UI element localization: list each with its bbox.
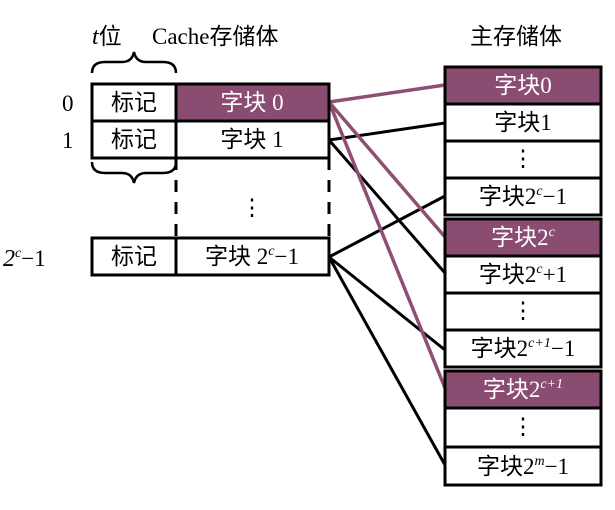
cache-row-label-last: 2c−1 <box>3 246 46 272</box>
cache-storage: 标记 标记 标记 字块 0 字块 1 字块 2c−1 ⋮ <box>90 82 331 277</box>
map-line-cache1-to-mem1 <box>328 121 446 142</box>
tag-bottom-brace <box>90 161 178 184</box>
mem-ellipsis-1: ⋮ <box>512 146 535 171</box>
map-line-cache1-to-mem4 <box>327 139 447 274</box>
cache-block-last <box>174 236 331 277</box>
mem-ellipsis-box-2 <box>443 291 603 332</box>
map-line-cache0-to-mem0 <box>328 83 446 104</box>
cache-block-text-0: 字块 0 <box>220 90 283 115</box>
map-line-cachelast-to-mem2 <box>328 194 446 259</box>
cache-block-text-1: 字块 1 <box>220 127 283 152</box>
cache-tag-text-1: 标记 <box>111 127 157 152</box>
cache-block-0 <box>174 82 331 123</box>
mem-block-3 <box>443 217 603 258</box>
mem-block-4 <box>443 254 603 295</box>
cache-tag-text-0: 标记 <box>111 90 157 115</box>
mem-block-7 <box>443 445 603 487</box>
mem-block-0 <box>443 65 603 106</box>
map-line-cache0-to-mem3 <box>327 100 447 239</box>
mem-block-text-3: 字块2c <box>491 225 556 250</box>
tag-width-brace <box>90 51 178 74</box>
main-memory-title: 主存储体 <box>470 24 562 49</box>
cache-block-text-last: 字块 2c−1 <box>205 244 299 269</box>
cache-title: Cache存储体 <box>152 24 278 49</box>
mem-ellipsis-2: ⋮ <box>512 298 535 323</box>
mem-ellipsis-3: ⋮ <box>512 414 535 439</box>
cache-tag-1 <box>90 119 178 160</box>
mem-block-text-0: 字块0 <box>494 73 552 98</box>
mem-block-text-2: 字块2c−1 <box>479 184 567 209</box>
t-bits-label: t位 <box>92 24 122 50</box>
cache-block-1 <box>174 119 331 160</box>
cache-row-label-1: 1 <box>62 128 74 153</box>
map-line-cachelast-to-mem5 <box>328 255 446 352</box>
header: t位 Cache存储体 主存储体 <box>92 24 562 50</box>
cache-row-labels: 0 1 2c−1 <box>3 91 74 272</box>
mem-block-text-4: 字块2c+1 <box>479 262 567 287</box>
map-line-cachelast-to-mem7 <box>327 256 447 466</box>
cache-tag-text-last: 标记 <box>111 244 157 269</box>
mem-block-2 <box>443 176 603 217</box>
mem-block-text-1: 字块1 <box>494 110 552 135</box>
mem-ellipsis-box-1 <box>443 139 603 180</box>
main-memory-storage: 字块0 字块1 ⋮ 字块2c−1 字块2c 字块2c+1 ⋮ 字块2c <box>443 65 603 487</box>
cache-row-label-0: 0 <box>62 91 74 116</box>
mem-block-6 <box>443 369 603 410</box>
cache-ellipsis: ⋮ <box>241 195 264 220</box>
mem-block-text-6: 字块2c+1 <box>483 377 563 402</box>
mapping-lines <box>327 83 447 466</box>
mem-block-5 <box>443 328 603 369</box>
map-line-cache0-to-mem6 <box>327 101 447 389</box>
mem-block-text-7: 字块2m−1 <box>477 454 569 479</box>
cache-tag-last <box>90 236 178 277</box>
mem-block-text-5: 字块2c+1−1 <box>471 336 576 361</box>
